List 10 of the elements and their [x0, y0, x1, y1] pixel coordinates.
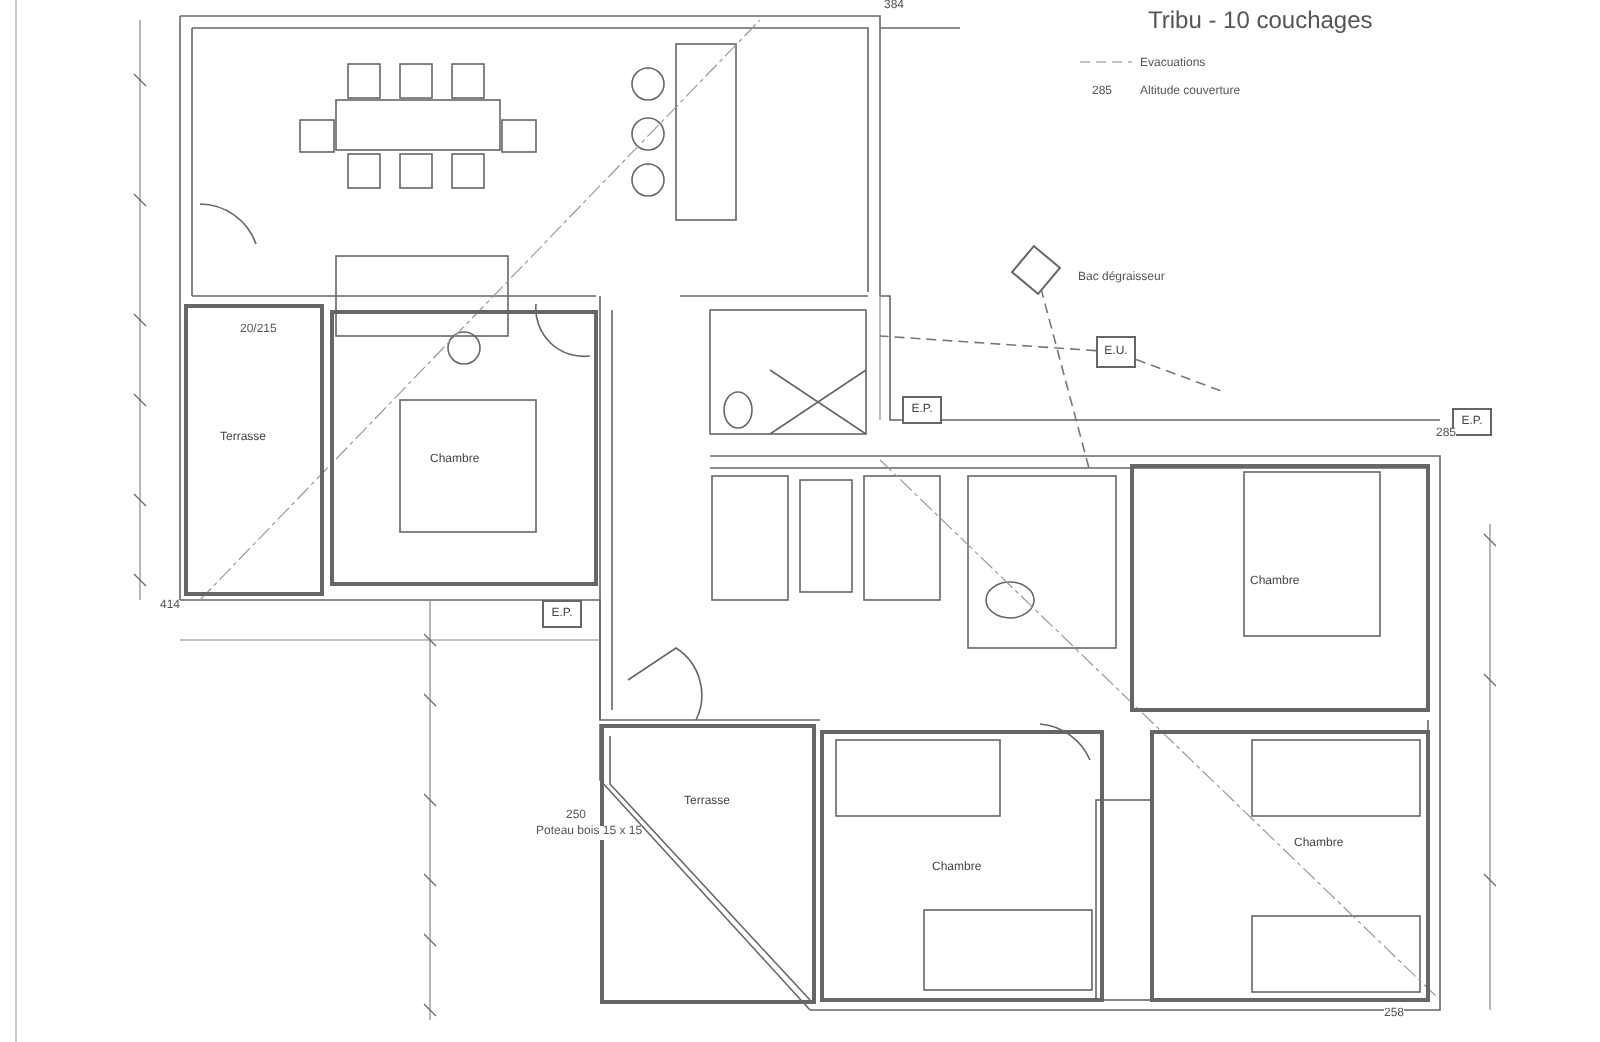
- room-outline: [1150, 730, 1430, 1002]
- drain-line: [879, 335, 1097, 352]
- room-outline: [820, 730, 1104, 1002]
- room-outline: [184, 304, 324, 596]
- drain-line: [1040, 287, 1091, 473]
- plan-title: Tribu - 10 couchages: [1148, 6, 1373, 34]
- room-outline: [600, 724, 816, 1004]
- room-outline: [330, 310, 598, 586]
- drain-line: [1135, 358, 1225, 393]
- room-outline: [1130, 464, 1430, 712]
